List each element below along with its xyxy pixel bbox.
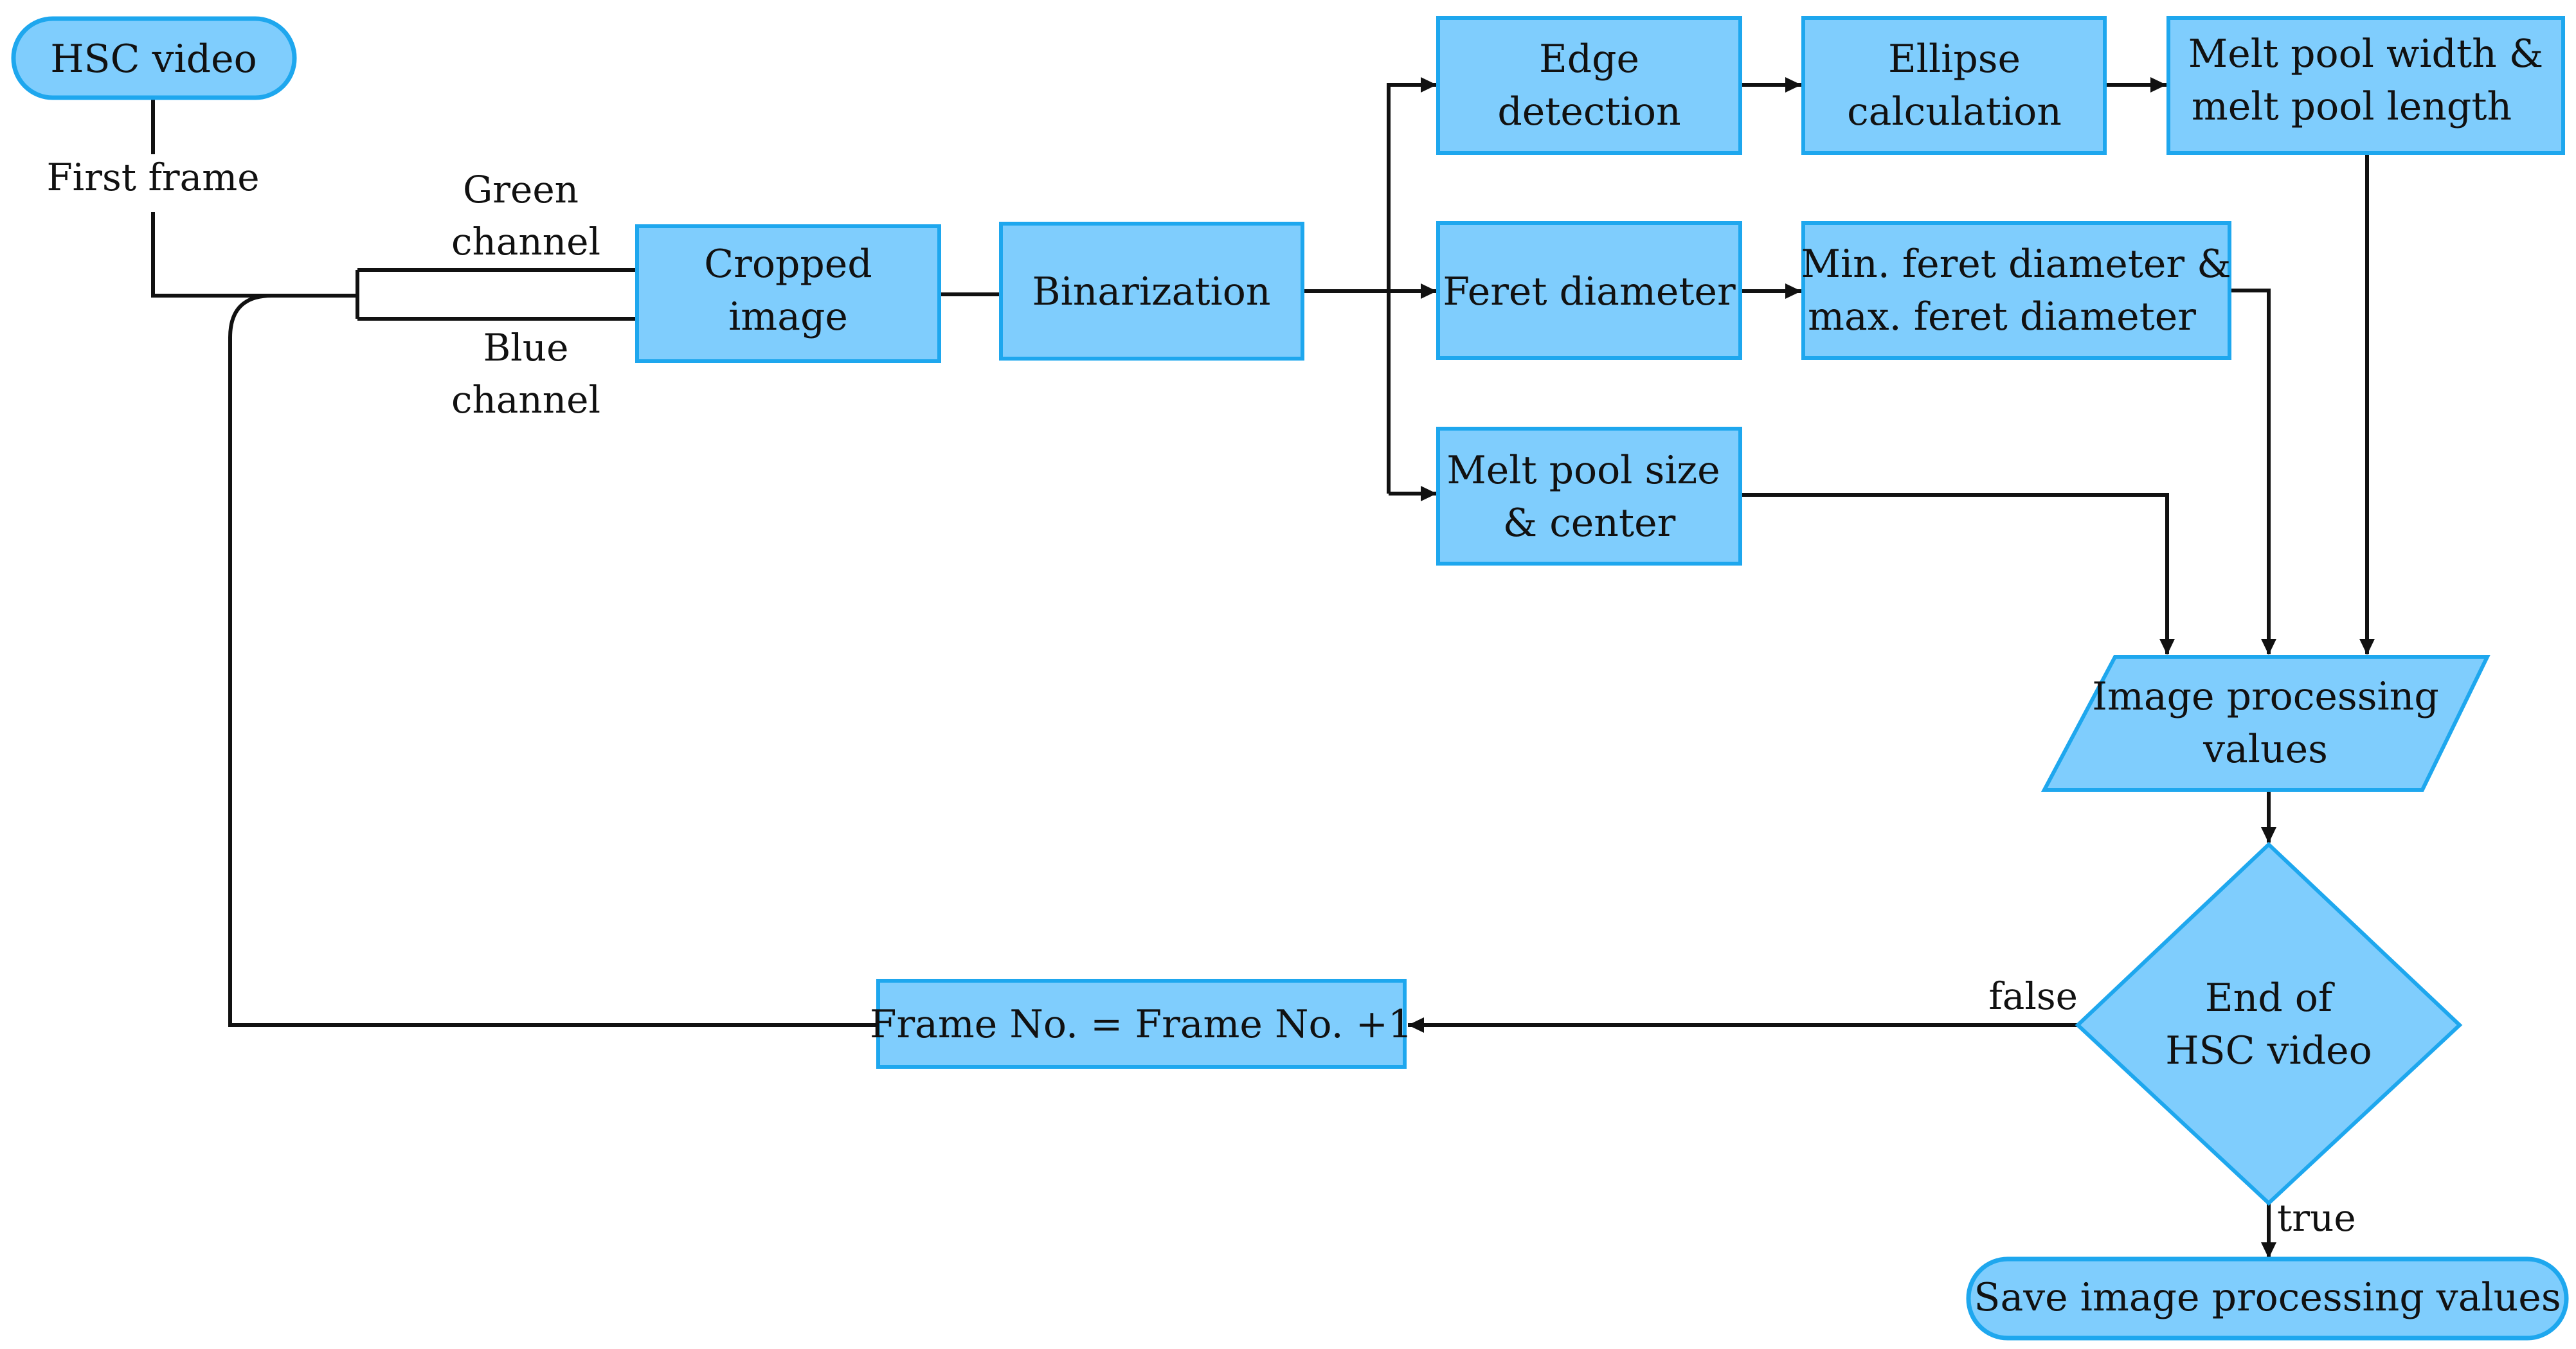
edge-loop-back	[228, 294, 878, 1027]
edge-detection-text-2: detection	[1497, 89, 1680, 134]
cropped-image-text-1: Cropped	[704, 242, 872, 287]
node-save-values: Save image processing values	[1966, 1256, 2569, 1341]
edge-minmax-to-values	[2229, 289, 2271, 654]
end-of-hsc-video-text-2: HSC video	[2165, 1028, 2372, 1073]
first-frame-label: First frame	[46, 156, 259, 199]
arrowhead-width-length	[2150, 77, 2166, 93]
arrowhead-ellipse	[1785, 77, 1801, 93]
melt-pool-width-length-text-1: Melt pool width &	[2188, 31, 2543, 76]
ellipse-calculation-text-1: Ellipse	[1888, 37, 2021, 82]
node-image-processing-values: Image processing values	[2041, 655, 2490, 792]
node-min-max-feret: Min. feret diameter & max. feret diamete…	[1801, 221, 2231, 360]
edge-labels: First frame Green channel Blue channel f…	[46, 156, 2355, 1240]
arrowhead-edge-detection	[1421, 77, 1437, 93]
cropped-image-text-2: image	[728, 294, 848, 339]
frame-increment-text: Frame No. = Frame No. +1	[870, 1002, 1412, 1047]
arrowhead-values-b	[2261, 639, 2276, 655]
melt-pool-size-center-text-1: Melt pool size	[1446, 448, 1720, 493]
arrowhead-melt-pool-size	[1421, 486, 1437, 501]
nodes: HSC video Cropped image Binarization Edg…	[11, 16, 2569, 1341]
image-processing-values-text-1: Image processing	[2092, 674, 2439, 719]
node-hsc-video: HSC video	[11, 16, 297, 100]
blue-channel-label-2: channel	[451, 378, 600, 422]
arrowhead-feret	[1421, 283, 1437, 299]
save-values-text: Save image processing values	[1974, 1275, 2561, 1320]
arrowhead-save	[2261, 1242, 2276, 1258]
arrowhead-minmax	[1785, 283, 1801, 299]
node-frame-increment: Frame No. = Frame No. +1	[870, 979, 1412, 1069]
image-processing-values-text-2: values	[2202, 727, 2328, 772]
edge-size-center-to-values	[1740, 493, 2169, 654]
node-melt-pool-size-center: Melt pool size & center	[1436, 427, 1742, 566]
min-max-feret-text-2: max. feret diameter	[1808, 294, 2196, 339]
edges	[151, 83, 2369, 1258]
arrowhead-decision	[2261, 827, 2276, 843]
true-label: true	[2277, 1196, 2356, 1240]
edge-first-frame-lower	[151, 212, 357, 298]
arrowhead-frame-increment	[1408, 1017, 1424, 1033]
node-ellipse-calculation: Ellipse calculation	[1801, 16, 2107, 155]
node-melt-pool-width-length: Melt pool width & melt pool length	[2166, 16, 2565, 155]
node-feret-diameter: Feret diameter	[1436, 221, 1742, 360]
node-cropped-image: Cropped image	[635, 224, 941, 363]
green-channel-label-1: Green	[463, 168, 579, 211]
binarization-text: Binarization	[1032, 269, 1270, 314]
edge-detection-text-1: Edge	[1539, 37, 1639, 82]
end-of-hsc-video-text-1: End of	[2205, 976, 2335, 1021]
node-edge-detection: Edge detection	[1436, 16, 1742, 155]
node-binarization: Binarization	[999, 222, 1304, 361]
node-end-of-hsc-video: End of HSC video	[2075, 841, 2463, 1206]
feret-diameter-text: Feret diameter	[1443, 269, 1736, 314]
melt-pool-width-length-text-2: melt pool length	[2192, 84, 2512, 129]
arrowhead-values-a	[2159, 639, 2175, 655]
melt-pool-size-center-text-2: & center	[1503, 501, 1676, 546]
arrowhead-values-c	[2359, 639, 2375, 655]
ellipse-calculation-text-2: calculation	[1847, 89, 2062, 134]
hsc-video-text: HSC video	[50, 37, 257, 82]
green-channel-label-2: channel	[451, 220, 600, 264]
min-max-feret-text-1: Min. feret diameter &	[1801, 242, 2231, 287]
false-label: false	[1988, 974, 2078, 1018]
blue-channel-label-1: Blue	[483, 326, 569, 370]
